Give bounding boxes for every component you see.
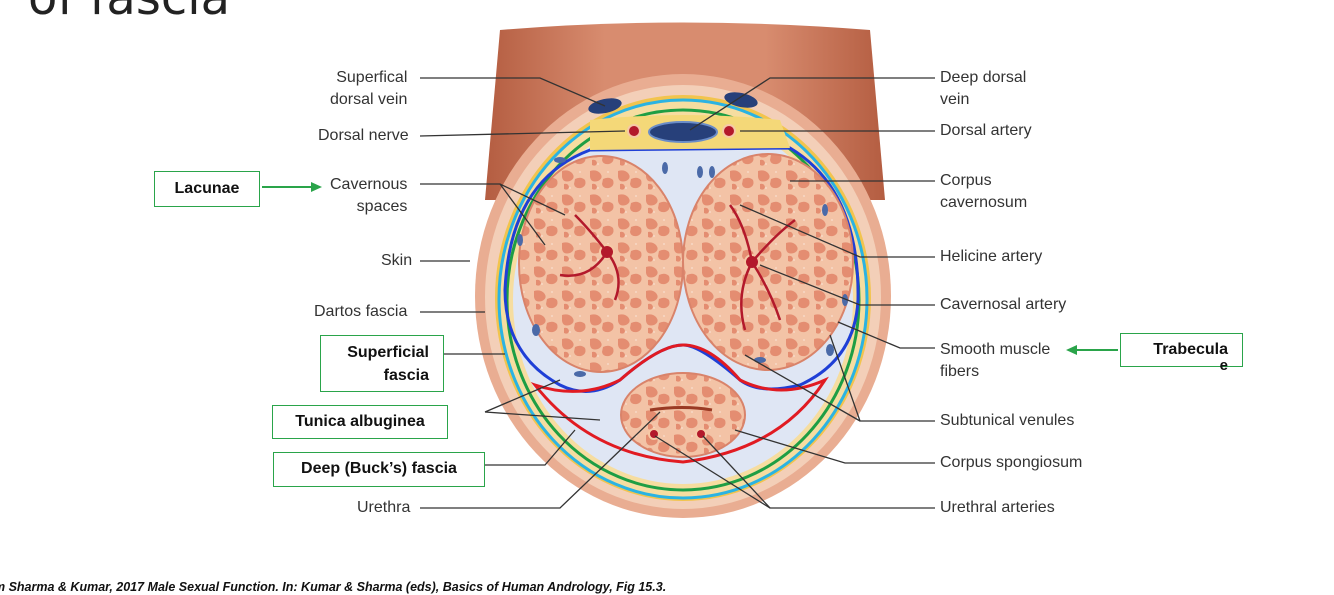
- helicine-branches-right: [728, 204, 796, 331]
- box-trabeculae: Trabecula e: [1120, 333, 1243, 373]
- box-superficial-fascia: Superficial fascia: [320, 335, 444, 392]
- corpus-cavernosum-left: [518, 155, 684, 373]
- corpus-cavernosum-right: [682, 153, 854, 371]
- label-dorsal-artery: Dorsal artery: [940, 122, 1032, 139]
- label-cavernosal-artery: Cavernosal artery: [940, 296, 1067, 313]
- label-dartos-fascia: Dartos fascia: [314, 303, 408, 320]
- dorsal-artery-right: [722, 124, 736, 138]
- box-deep-bucks-fascia: Deep (Buck’s) fascia: [273, 452, 485, 487]
- bucks-fascia-outline: [530, 343, 829, 464]
- label-dorsal-nerve: Dorsal nerve: [318, 127, 409, 144]
- label-skin: Skin: [381, 252, 413, 269]
- slide-title: of fascia: [28, 0, 230, 26]
- label-urethra: Urethra: [357, 499, 411, 516]
- label-cavernous-spaces: Cavernous spaces: [330, 176, 408, 215]
- box-tunica-albuginea: Tunica albuginea: [272, 405, 448, 439]
- label-urethral-arteries: Urethral arteries: [940, 499, 1055, 516]
- label-corpus-spongiosum: Corpus spongiosum: [940, 454, 1083, 471]
- label-smooth-muscle-fibers: Smooth muscle fibers: [940, 341, 1051, 380]
- figure-citation: m Sharma & Kumar, 2017 Male Sexual Funct…: [0, 580, 667, 594]
- leader-lines: [419, 77, 935, 509]
- urethra-slit: [649, 406, 713, 412]
- deep-dorsal-vein: [648, 121, 718, 143]
- dorsal-artery-left: [627, 124, 641, 138]
- corpus-spongiosum: [620, 372, 746, 458]
- label-deep-dorsal-vein: Deep dorsal vein: [940, 69, 1027, 108]
- label-helicine-artery: Helicine artery: [940, 248, 1043, 265]
- superficial-dorsal-vein-right: [724, 92, 758, 108]
- box-lacunae: Lacunae: [154, 171, 260, 207]
- label-superficial-dorsal-vein: Superfical dorsal vein: [330, 69, 408, 108]
- label-corpus-cavernosum: Corpus cavernosum: [940, 172, 1028, 211]
- callout-arrows: [262, 182, 1118, 355]
- helicine-branches-left: [559, 214, 620, 301]
- label-subtunical-venules: Subtunical venules: [940, 412, 1075, 429]
